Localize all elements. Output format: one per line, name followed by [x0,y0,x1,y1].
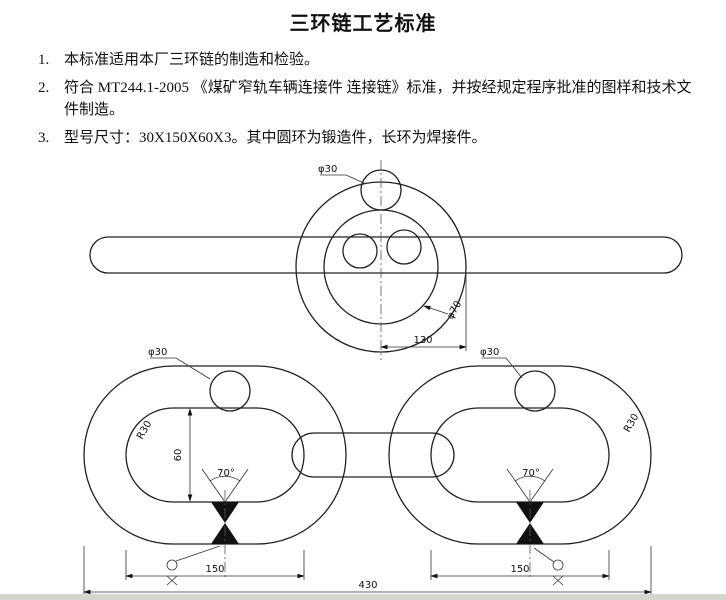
spec-list: 1. 本标准适用本厂三环链的制造和检验。 2. 符合 MT244.1-2005 … [38,49,696,149]
spec-item-number: 2. [38,79,50,96]
cross-bar [89,236,683,274]
spec-item-2: 2. 符合 MT244.1-2005 《煤矿窄轨车辆连接件 连接链》标准，并按经… [38,77,696,122]
middle-connecting-link [291,432,455,478]
dim-label-60: 60 [173,449,184,462]
dim-label-left-phi30: φ30 [148,347,167,358]
round-ring [295,160,467,360]
right-link-material-section [514,370,556,412]
spec-item-text: 本标准适用本厂三环链的制造和检验。 [64,52,320,68]
weld-mark [166,575,178,586]
right-weld-symbol [506,468,564,586]
dim-label-right-angle: 70° [522,468,540,479]
dim-label-right-150: 150 [510,564,529,575]
dim-label-left-150: 150 [205,564,224,575]
dim-label-430: 430 [358,580,377,591]
left-weld-symbol [166,468,249,586]
weld-mark [552,575,564,586]
dim-label-left-r30: R30 [135,419,154,442]
right-long-link [388,365,652,545]
spec-item-text: 符合 MT244.1-2005 《煤矿窄轨车辆连接件 连接链》标准，并按经规定程… [64,79,692,119]
left-link-material-section [209,370,251,412]
spec-item-number: 3. [38,129,50,146]
spec-item-1: 1. 本标准适用本厂三环链的制造和检验。 [38,49,696,72]
leader-line [423,305,449,315]
leader-line [320,174,367,185]
spec-item-3: 3. 型号尺寸：30X150X60X3。其中圆环为锻造件，长环为焊接件。 [38,127,696,150]
document-title: 三环链工艺标准 [289,13,437,35]
spec-item-number: 1. [38,52,50,68]
link-dimensions: φ30 φ30 R30 R30 60 70° 70° 150 150 430 [83,347,652,596]
spec-item-text: 型号尺寸：30X150X60X3。其中圆环为锻造件，长环为焊接件。 [64,129,487,146]
link-cross-section-right [386,229,422,265]
dim-label-130: 130 [413,335,432,346]
dim-label-right-r30: R30 [622,412,641,435]
weld-reference-circle [552,559,564,571]
link-cross-section-left [342,233,378,269]
dim-label-left-angle: 70° [217,468,235,479]
left-long-link [83,365,347,545]
page-bottom-edge [0,594,726,600]
technical-drawing: φ30 φ70 130 [83,160,683,596]
dim-label-ring-phi70: φ70 [445,299,464,321]
dim-label-ring-phi30: φ30 [318,164,337,175]
dim-label-right-phi30: φ30 [480,347,499,358]
weld-reference-circle [166,559,178,571]
